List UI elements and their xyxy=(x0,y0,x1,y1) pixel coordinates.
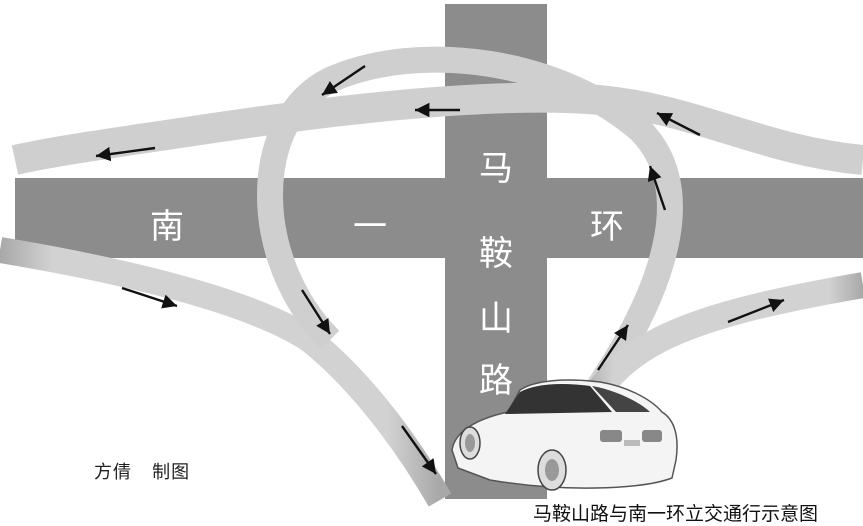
arrow-icon xyxy=(95,146,156,162)
maanshan-road-label-4: 路 xyxy=(479,361,513,401)
arrow-icon xyxy=(597,324,629,371)
credit-author: 方倩 xyxy=(94,462,132,483)
arrow-icon xyxy=(401,425,437,475)
ring-road-label-2: 一 xyxy=(353,207,387,247)
car-icon xyxy=(451,379,678,491)
ramps xyxy=(0,46,863,507)
arrow-icon xyxy=(647,165,667,211)
arrow-icon xyxy=(656,111,701,137)
maanshan-road-label-2: 鞍 xyxy=(479,234,513,274)
arrow-icon xyxy=(321,65,366,96)
credit-action: 制图 xyxy=(152,462,191,483)
credit: 方倩 制图 xyxy=(94,458,190,484)
arrow-icon xyxy=(300,289,332,335)
ramp-big-loop xyxy=(257,46,683,408)
arrow-icon xyxy=(121,286,178,309)
maanshan-road-label-3: 山 xyxy=(479,299,513,339)
ring-road-label-1: 南 xyxy=(150,207,184,247)
maanshan-road-label-1: 马 xyxy=(479,149,513,189)
south-first-ring-road xyxy=(15,178,863,258)
direction-arrows xyxy=(95,65,785,475)
ring-road-label-3: 环 xyxy=(590,207,624,247)
ramp-left-to-bottom xyxy=(0,237,452,507)
caption: 马鞍山路与南一环立交通行示意图 xyxy=(533,503,819,525)
arrow-icon xyxy=(727,298,785,324)
